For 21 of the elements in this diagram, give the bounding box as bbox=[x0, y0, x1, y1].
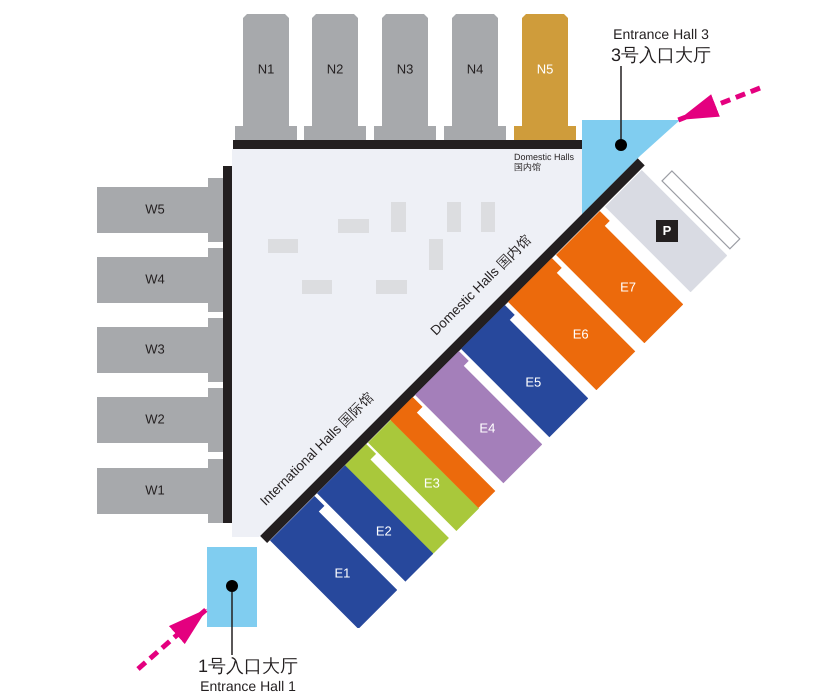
hall-label: W3 bbox=[145, 342, 165, 358]
entrance-label: 1号入口大厅 bbox=[198, 655, 298, 678]
parking-sign: P bbox=[656, 220, 678, 242]
hall-label: N3 bbox=[396, 62, 414, 78]
hall-label: N4 bbox=[466, 62, 484, 78]
hall-label: W4 bbox=[145, 272, 165, 288]
hall-label: N5 bbox=[536, 62, 554, 78]
hall-label: N2 bbox=[326, 62, 344, 78]
arrow bbox=[677, 86, 761, 122]
hall-label: W5 bbox=[145, 202, 165, 218]
hall-label: W2 bbox=[145, 412, 165, 428]
entrance-label: 3号入口大厅 bbox=[611, 44, 712, 66]
arrow bbox=[136, 606, 209, 671]
hall-label: W1 bbox=[145, 484, 165, 498]
leader-line bbox=[231, 592, 233, 655]
hall-label: N1 bbox=[258, 62, 274, 78]
hall-label: E1 bbox=[334, 566, 350, 582]
entrance-label: Entrance Hall 1 bbox=[200, 678, 296, 695]
hall-label: E7 bbox=[620, 280, 636, 296]
entrance-label: Entrance Hall 3 bbox=[613, 26, 709, 44]
leader-line bbox=[620, 66, 622, 139]
